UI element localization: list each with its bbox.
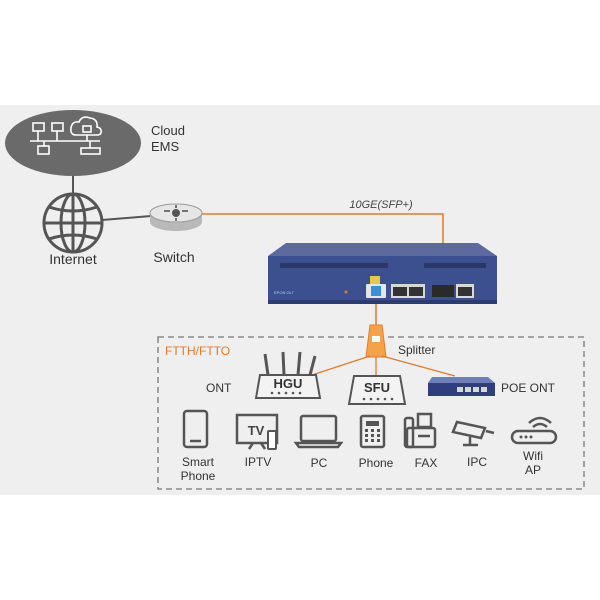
cloud-network-icon — [30, 116, 102, 155]
cloud-label-line1: Cloud — [151, 123, 185, 138]
ethernet-ports-icon — [391, 284, 474, 298]
poe-ont-icon — [428, 377, 495, 396]
globe-icon — [42, 192, 104, 254]
laptop-icon — [293, 414, 344, 449]
cloud-shape — [5, 110, 141, 176]
device-label-ipc: IPC — [467, 455, 487, 469]
device-label-smartphone-line2: Phone — [181, 469, 216, 483]
splitter-icon — [365, 324, 387, 358]
smartphone-icon — [182, 409, 209, 449]
internet-switch-link — [101, 215, 152, 221]
poe-ont-label: POE ONT — [501, 381, 556, 395]
device-label-iptv: IPTV — [245, 455, 272, 469]
device-label-smartphone-line1: Smart — [182, 455, 215, 469]
warning-icon — [370, 276, 380, 284]
tv-text: TV — [248, 423, 265, 438]
switch-icon — [149, 203, 203, 231]
cloud-label-line2: EMS — [151, 139, 180, 154]
hgu-icon — [254, 351, 322, 399]
security-camera-icon — [451, 420, 495, 447]
splitter-branches — [311, 355, 456, 377]
fax-icon — [403, 412, 437, 449]
zone-label: FTTH/FTTO — [165, 344, 230, 358]
device-label-phone: Phone — [359, 456, 394, 470]
internet-label: Internet — [49, 251, 97, 267]
device-label-wifi-line2: AP — [525, 463, 541, 477]
sfu-label: SFU — [364, 380, 390, 395]
device-label-fax: FAX — [415, 456, 438, 470]
sfu-icon — [347, 375, 407, 405]
device-label-pc: PC — [311, 456, 328, 470]
hgu-label: HGU — [274, 376, 303, 391]
device-label-wifi-line1: Wifi — [523, 449, 543, 463]
pon-port-icon — [366, 284, 386, 298]
wifi-ap-icon — [510, 416, 558, 445]
olt-model-text: EPON OLT — [274, 290, 294, 295]
desk-phone-icon — [359, 414, 386, 449]
ont-label: ONT — [206, 381, 232, 395]
switch-label: Switch — [153, 249, 194, 265]
olt-device: EPON OLT — [268, 243, 497, 304]
tv-icon — [235, 413, 279, 450]
splitter-label: Splitter — [398, 343, 435, 357]
link-label: 10GE(SFP+) — [349, 199, 413, 211]
